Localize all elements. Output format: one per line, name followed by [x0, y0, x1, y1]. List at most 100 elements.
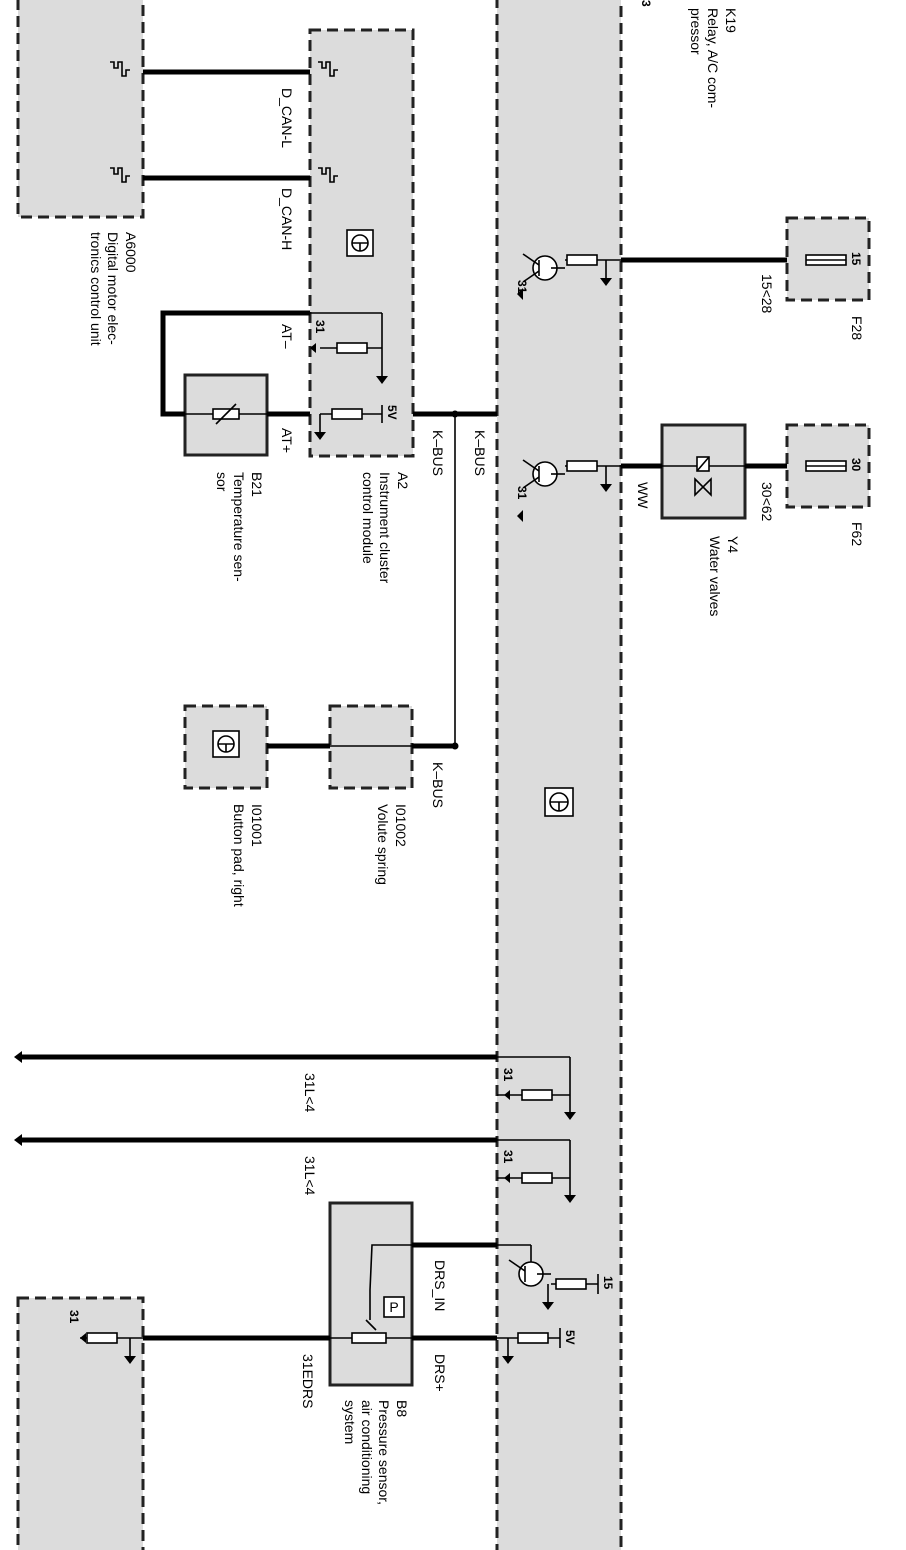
at-minus-label: AT–: [279, 324, 295, 349]
ground-arrow-icon: [14, 1051, 22, 1063]
w30-62-label: 30<62: [759, 482, 775, 522]
k-bus-label-1: K–BUS: [430, 430, 446, 476]
edrs-resistor: [86, 1332, 118, 1344]
main-control-unit-box: [495, 0, 623, 1550]
transistor-icon: [522, 253, 565, 283]
ground-31l-label-1: 31L<4: [302, 1073, 318, 1113]
svg-text:B21: B21: [249, 472, 265, 497]
transistor-icon: [508, 1259, 551, 1287]
svg-text:Pressure sensor,: Pressure sensor,: [376, 1400, 392, 1505]
i01001-box: [183, 704, 269, 790]
ground-arrow-icon: [376, 376, 388, 384]
i01002-box: [328, 704, 414, 790]
svg-text:Instrument cluster: Instrument cluster: [377, 472, 393, 584]
f62-label: F62: [849, 522, 865, 546]
ground-arrow-icon: [600, 278, 612, 286]
y4-driver-resistor: [566, 460, 598, 472]
solenoid-valve-icon: [662, 456, 745, 497]
k-bus-label-2: K–BUS: [472, 430, 488, 476]
ground-arrow-icon: [14, 1134, 22, 1146]
pin-31-y4-driver: 31: [515, 486, 529, 500]
pin-31-ground-2: 31: [501, 1150, 515, 1164]
svg-text:P: P: [389, 1299, 398, 1315]
control-unit-icon: [212, 730, 240, 758]
a2-label: A2 Instrument cluster control module: [360, 472, 411, 584]
d-can-h-label: D_CAN-H: [279, 188, 295, 250]
a6000-label: A6000 Digital motor elec- tronics contro…: [88, 232, 139, 346]
f28-label: F28: [849, 316, 865, 340]
svg-text:tronics control unit: tronics control unit: [88, 232, 104, 346]
ground-arrow-icon: [517, 288, 523, 300]
at-minus-wire: [160, 310, 310, 417]
svg-text:air conditioning: air conditioning: [359, 1400, 375, 1494]
svg-text:Relay, A/C com-: Relay, A/C com-: [705, 8, 721, 108]
pin-31-f28-driver: 31: [515, 280, 529, 294]
edrs-label: 31EDRS: [300, 1354, 316, 1408]
i01002-label: I01002 Volute spring: [375, 804, 409, 885]
b8-label: B8 Pressure sensor, air conditioning sys…: [342, 1400, 410, 1505]
ground-arrow-icon: [600, 484, 612, 492]
pin-30-f62: 30: [849, 458, 863, 472]
ground-31l-circuit-2: [497, 1139, 576, 1203]
can-signal-icon: [110, 61, 130, 77]
drs-in-resistor: [555, 1278, 587, 1290]
k19-label: K19 Relay, A/C com- pressor: [688, 8, 739, 108]
d-can-l-label: D_CAN-L: [279, 88, 295, 148]
temperature-sensor-icon: [185, 403, 267, 425]
ground-arrow-icon: [542, 1302, 554, 1310]
pin-31-ground-1: 31: [501, 1068, 515, 1082]
can-signal-icon: [318, 167, 338, 183]
b8-box: [328, 1201, 414, 1387]
svg-text:A2: A2: [395, 472, 411, 489]
svg-text:system: system: [342, 1400, 358, 1444]
ground-31l-circuit-1: [497, 1056, 576, 1120]
svg-text:I01001: I01001: [249, 804, 265, 847]
pin-3-top: 3: [639, 0, 653, 7]
svg-text:F62: F62: [849, 522, 865, 546]
svg-text:F28: F28: [849, 316, 865, 340]
pin-5v-a2: 5V: [385, 405, 399, 420]
pin-5v-drs: 5V: [563, 1330, 577, 1345]
drs-plus-label: DRS+: [432, 1354, 448, 1392]
can-signal-icon: [110, 167, 130, 183]
svg-text:Volute spring: Volute spring: [375, 804, 391, 885]
pressure-sensor-icon: P: [330, 1244, 412, 1344]
ground-arrow-icon: [517, 510, 523, 522]
control-unit-icon: [544, 787, 574, 817]
fuse-icon: [805, 254, 847, 266]
a6000-box-top: [16, 0, 145, 219]
at-plus-label: AT+: [279, 428, 295, 453]
fuse-icon: [805, 460, 847, 472]
ground-31l-label-2: 31L<4: [302, 1156, 318, 1196]
at-minus-resistor: [336, 342, 368, 354]
w15-28-label: 15<28: [759, 274, 775, 314]
at-plus-resistor: [331, 408, 363, 420]
svg-text:K19: K19: [723, 8, 739, 33]
svg-text:A6000: A6000: [123, 232, 139, 273]
svg-text:Water valves: Water valves: [707, 536, 723, 616]
svg-text:I01002: I01002: [393, 804, 409, 847]
pin-31-a2: 31: [313, 320, 327, 334]
svg-text:control module: control module: [360, 472, 376, 564]
k-bus-node-top: [451, 410, 459, 418]
control-unit-icon: [346, 229, 374, 257]
svg-text:Button pad, right: Button pad, right: [231, 804, 247, 907]
drs-in-label: DRS_IN: [432, 1260, 448, 1311]
ground-arrow-icon: [502, 1356, 514, 1364]
drs-plus-resistor: [517, 1332, 549, 1344]
ground-arrow-icon: [80, 1333, 86, 1343]
f28-driver-resistor: [566, 254, 598, 266]
can-signal-icon: [318, 61, 338, 77]
pin-15-drs: 15: [601, 1276, 615, 1290]
k-bus-label-3: K–BUS: [430, 762, 446, 808]
ground-arrow-icon: [310, 343, 316, 353]
a6000-box-bottom: [16, 1296, 145, 1550]
svg-text:Digital motor elec-: Digital motor elec-: [105, 232, 121, 345]
pin-15-f28: 15: [849, 252, 863, 266]
svg-text:B8: B8: [394, 1400, 410, 1417]
ground-arrow-icon: [314, 432, 326, 440]
ground-arrow-icon: [124, 1356, 136, 1364]
svg-text:pressor: pressor: [688, 8, 704, 55]
b21-label: B21 Temperature sen- sor: [214, 472, 265, 582]
